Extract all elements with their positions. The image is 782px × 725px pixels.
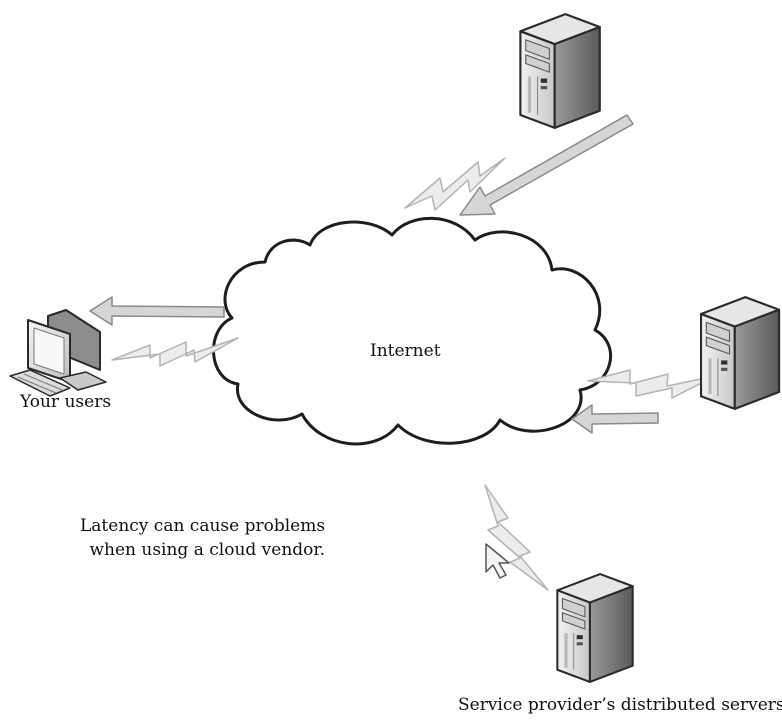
caption-line-1: Latency can cause problems — [80, 516, 326, 536]
servers-label: Service provider’s distributed servers — [458, 695, 782, 715]
signal-bolt-bottom — [484, 484, 549, 591]
signal-bolt-left — [111, 337, 239, 367]
arrow-right-server-to-cloud — [571, 404, 659, 434]
arrow-top-server-to-cloud — [459, 114, 634, 216]
internet-label: Internet — [370, 341, 441, 361]
signal-bolt-right — [587, 369, 716, 399]
server-top-icon — [519, 13, 601, 129]
internet-cloud-icon — [211, 216, 612, 446]
signal-bolt-top — [404, 157, 506, 211]
server-bottom-icon — [556, 572, 634, 684]
arrow-cloud-to-users — [89, 296, 225, 326]
server-right-icon — [699, 296, 781, 410]
caption: Latency can cause problems when using a … — [80, 514, 325, 562]
cursor-arrow-icon — [485, 543, 510, 579]
caption-line-2: when using a cloud vendor. — [89, 540, 326, 560]
users-label: Your users — [20, 392, 112, 412]
user-computer-icon — [9, 309, 107, 397]
